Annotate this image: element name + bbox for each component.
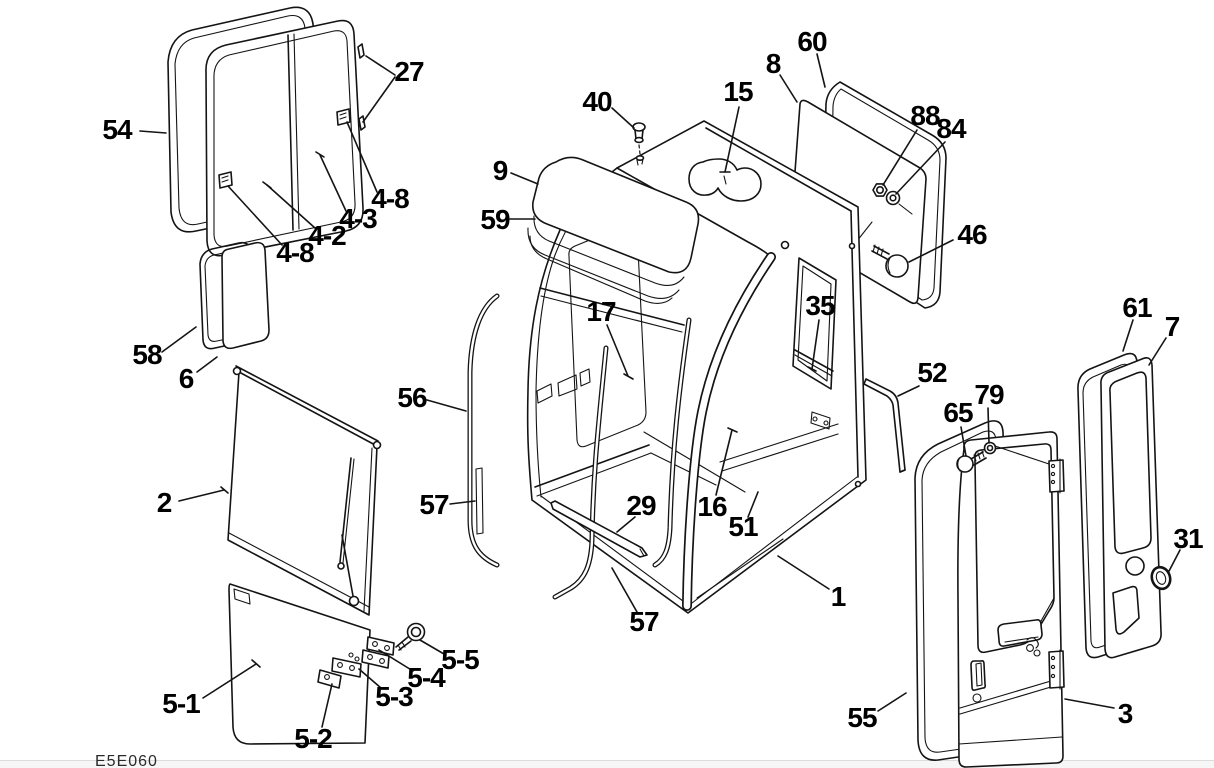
knob-5-5	[395, 622, 426, 651]
part-label-29: 29	[626, 490, 656, 521]
part-label-8: 8	[765, 48, 782, 79]
part-label-56: 56	[397, 382, 427, 413]
door-hinge-upper	[1048, 458, 1065, 494]
part-label-4-8-b: 4-8	[276, 237, 314, 268]
washer-79	[983, 441, 997, 455]
part-label-58: 58	[132, 339, 162, 370]
part-label-54: 54	[102, 114, 132, 145]
part-label-40: 40	[582, 86, 612, 117]
part-label-16: 16	[697, 491, 727, 522]
side-window-frame-4	[205, 19, 366, 257]
run-channel-57	[475, 467, 484, 535]
part-label-51: 51	[728, 511, 758, 542]
clip-27-upper	[357, 43, 365, 59]
part-label-35: 35	[805, 290, 835, 321]
latch-4-8-right	[336, 108, 351, 126]
hinge-5-4	[366, 636, 395, 656]
part-label-3: 3	[1117, 698, 1134, 729]
part-label-4-8-a: 4-8	[371, 183, 409, 214]
grommet-31	[1150, 565, 1172, 591]
door-pocket	[970, 660, 987, 691]
quarter-glass-6	[221, 241, 270, 350]
hinge-5-3	[361, 649, 390, 669]
part-label-60: 60	[797, 26, 827, 57]
part-label-27: 27	[394, 56, 424, 87]
part-label-5-5: 5-5	[441, 644, 479, 675]
part-label-5-3: 5-3	[375, 681, 413, 712]
part-label-84: 84	[936, 113, 966, 144]
windshield-2	[227, 365, 382, 616]
part-label-17: 17	[586, 296, 616, 327]
part-label-5-1: 5-1	[162, 688, 200, 719]
clip-27-lower	[358, 115, 366, 131]
part-label-15: 15	[723, 76, 753, 107]
part-label-2: 2	[156, 487, 173, 518]
part-label-59: 59	[480, 204, 510, 235]
part-label-46: 46	[957, 219, 987, 250]
headliner-seal-59	[527, 227, 680, 304]
opening-seal-56	[467, 293, 500, 568]
door-glass-panel-7	[1100, 357, 1162, 659]
part-label-31: 31	[1173, 523, 1203, 554]
part-label-88: 88	[910, 100, 940, 131]
door-latch	[1026, 637, 1041, 657]
cab-door-3	[957, 431, 1065, 768]
part-label-9: 9	[492, 155, 509, 186]
part-label-57-a: 57	[419, 489, 449, 520]
leader-lines	[139, 53, 1181, 728]
part-label-6: 6	[178, 363, 195, 394]
door-hinge-lower	[1048, 649, 1065, 690]
part-label-61: 61	[1122, 292, 1152, 323]
part-label-79: 79	[974, 379, 1004, 410]
glass-run-rails	[552, 317, 692, 600]
sill-strip-29	[550, 500, 648, 558]
mount-hardware	[852, 183, 913, 278]
part-label-55: 55	[847, 702, 877, 733]
part-label-4-2: 4-2	[308, 220, 346, 251]
hinge-5-2	[317, 652, 362, 689]
roof-hole-15	[688, 158, 762, 202]
part-label-57-b: 57	[629, 606, 659, 637]
latch-4-8-left	[218, 171, 233, 189]
hinge-bolt-65	[956, 441, 1050, 473]
headliner-9	[531, 156, 700, 286]
part-label-52: 52	[917, 357, 947, 388]
part-label-65: 65	[943, 397, 973, 428]
part-label-1: 1	[830, 581, 847, 612]
part-label-4-3: 4-3	[339, 203, 377, 234]
lower-glass-5-1	[228, 583, 371, 745]
wiper	[337, 457, 360, 607]
part-label-5-2: 5-2	[294, 723, 332, 754]
fastener-40	[632, 122, 646, 166]
door-handle	[997, 619, 1043, 647]
bolt-46	[871, 244, 909, 278]
rear-window-seal-60	[822, 81, 947, 309]
page-edge	[0, 760, 1214, 768]
part-label-5-4: 5-4	[407, 662, 445, 693]
nut-88	[872, 183, 888, 197]
part-label-7: 7	[1164, 311, 1181, 342]
trim-strip-52	[863, 378, 906, 473]
figure-code: E5E060	[95, 753, 158, 768]
